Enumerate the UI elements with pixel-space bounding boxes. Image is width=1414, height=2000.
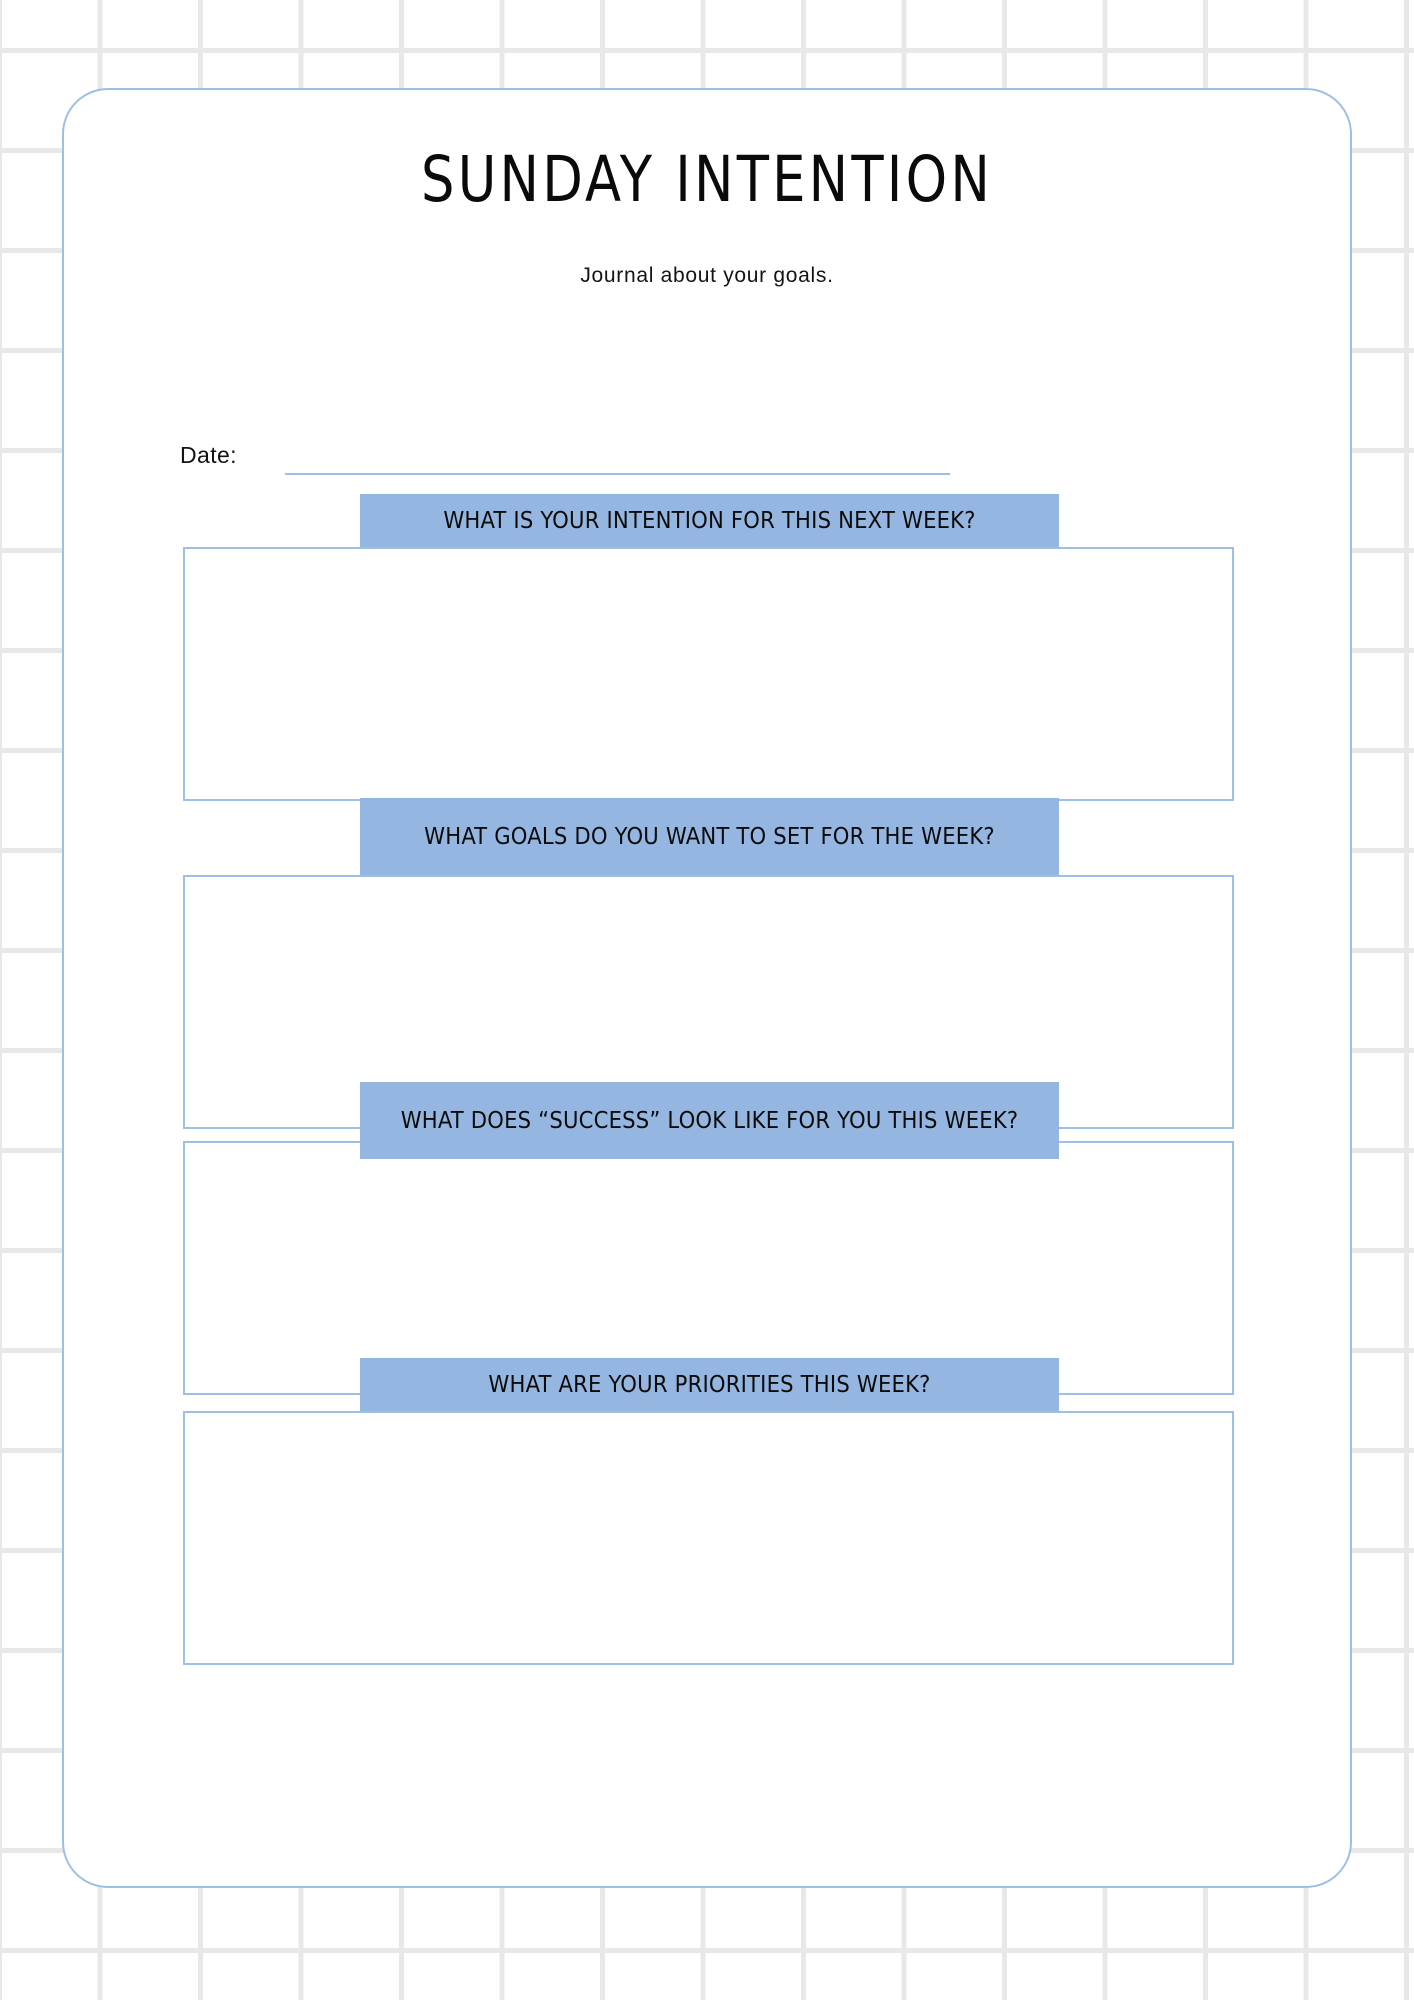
- date-input[interactable]: [285, 473, 950, 475]
- worksheet-card: SUNDAY INTENTION Journal about your goal…: [62, 88, 1352, 1888]
- date-label: Date:: [180, 442, 237, 468]
- page-subtitle: Journal about your goals.: [580, 264, 834, 287]
- question-banner-priorities: WHAT ARE YOUR PRIORITIES THIS WEEK?: [360, 1358, 1059, 1411]
- answer-box-priorities[interactable]: [183, 1411, 1234, 1665]
- question-banner-goals: WHAT GOALS DO YOU WANT TO SET FOR THE WE…: [360, 798, 1059, 875]
- date-row: Date:: [180, 442, 1180, 476]
- answer-box-success[interactable]: [183, 1141, 1234, 1395]
- answer-box-intention[interactable]: [183, 547, 1234, 801]
- question-banner-intention: WHAT IS YOUR INTENTION FOR THIS NEXT WEE…: [360, 494, 1059, 547]
- question-banner-success: WHAT DOES “SUCCESS” LOOK LIKE FOR YOU TH…: [360, 1082, 1059, 1159]
- page-title: SUNDAY INTENTION: [420, 143, 994, 216]
